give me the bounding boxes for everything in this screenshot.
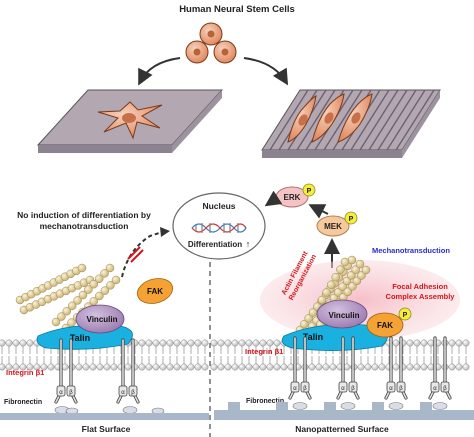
nano-cells — [287, 93, 373, 143]
focal-adhesion-line1: Focal Adhesion — [392, 282, 448, 291]
focal-adhesion-line2: Complex Assembly — [386, 292, 456, 301]
left-note-line2: mechanotransduction — [40, 221, 129, 231]
fibronectin-right — [292, 402, 448, 410]
fak-phospho: P — [403, 312, 408, 319]
mek-label: MEK — [324, 222, 342, 231]
flat-surface-slab — [36, 89, 224, 153]
fibronectin-left — [54, 406, 165, 415]
svg-text:β: β — [131, 390, 135, 396]
right-proteins: Talin Vinculin FAK P — [281, 299, 412, 351]
fibronectin-left-label: Fibronectin — [4, 399, 42, 406]
erk-phospho: P — [307, 188, 312, 195]
stem-cells-cluster — [185, 22, 237, 64]
blocked-arrow — [121, 231, 163, 278]
vinculin-left-label: Vinculin — [87, 315, 118, 324]
left-proteins: Talin Vinculin FAK — [36, 278, 174, 350]
fak-right — [366, 312, 404, 338]
erk-node: ERK P — [275, 183, 316, 208]
nucleus: Nucleus Differentiation ↑ — [172, 192, 266, 260]
arrow-mek-to-erk — [308, 204, 329, 219]
vinculin-left — [75, 304, 125, 334]
arrow-to-nano — [243, 57, 289, 86]
mek-node: MEK P — [316, 211, 358, 237]
svg-text:β: β — [443, 386, 447, 392]
nano-surface-label: Nanopatterned Surface — [295, 424, 389, 434]
svg-text:β: β — [303, 386, 307, 392]
integrin-left-label: Integrin β1 — [6, 368, 44, 377]
svg-text:β: β — [399, 386, 403, 392]
diagram-title: Human Neural Stem Cells — [179, 4, 295, 15]
svg-text:α: α — [389, 386, 393, 392]
integrin-right-label: Integrin β1 — [245, 347, 283, 356]
fak-left-label: FAK — [147, 287, 163, 296]
svg-text:α: α — [121, 390, 125, 396]
svg-text:α: α — [341, 386, 345, 392]
differentiation-label: Differentiation — [188, 240, 242, 249]
vinculin-right — [316, 299, 368, 329]
erk-label: ERK — [284, 193, 301, 202]
nano-substrate — [214, 402, 474, 420]
mek-phospho: P — [349, 216, 354, 223]
nano-surface-slab — [261, 89, 441, 158]
fak-right-label: FAK — [377, 321, 393, 330]
block-icon — [127, 246, 144, 263]
svg-text:α: α — [59, 390, 63, 396]
talin-left-label: Talin — [70, 333, 90, 343]
left-note-line1: No induction of differentiation by — [17, 210, 151, 220]
svg-text:β: β — [69, 390, 73, 396]
differentiation-up-icon: ↑ — [246, 239, 251, 249]
dna-icon — [191, 223, 247, 233]
svg-text:α: α — [433, 386, 437, 392]
fak-left — [136, 278, 174, 304]
fibronectin-right-label: Fibronectin — [246, 398, 284, 405]
mechanotransduction-label: Mechanotransduction — [372, 246, 450, 255]
arrow-to-flat — [138, 57, 181, 86]
arrow-erk-to-nucleus — [264, 190, 283, 207]
talin-right-label: Talin — [303, 332, 323, 342]
svg-text:α: α — [293, 386, 297, 392]
vinculin-right-label: Vinculin — [329, 311, 360, 320]
nucleus-label: Nucleus — [202, 201, 235, 211]
flat-substrate — [0, 413, 209, 420]
flat-surface-label: Flat Surface — [82, 424, 131, 434]
svg-text:β: β — [351, 386, 355, 392]
